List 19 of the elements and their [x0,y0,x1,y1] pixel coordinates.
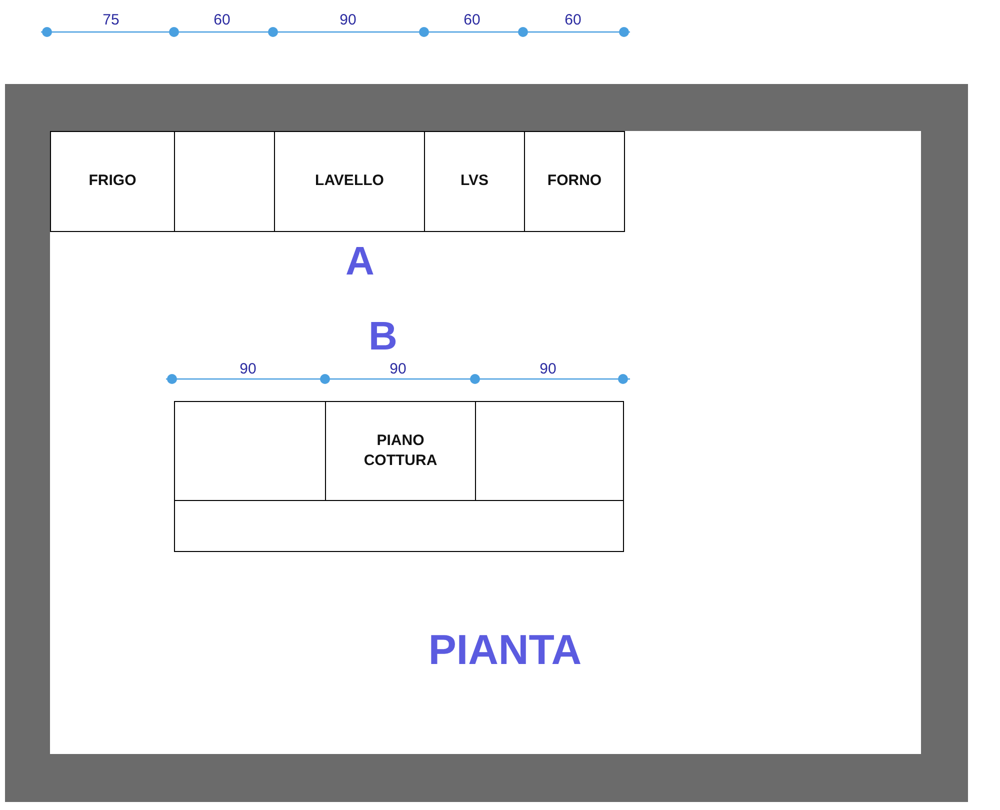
plan-title: PIANTA [428,626,582,674]
dimension-label: 60 [464,12,480,28]
cabinet-unit: FRIGO [50,131,175,232]
dimension-label: 75 [102,12,120,28]
dimension-label: 90 [340,12,356,28]
cabinet-unit [174,401,326,501]
dimension-label: 90 [390,360,406,378]
cabinet-unit: FORNO [524,131,625,232]
cabinet-unit [174,131,275,232]
dimension-label: 90 [240,360,256,378]
dimension-label: 60 [214,12,230,28]
cabinet-unit: LAVELLO [274,131,425,232]
counter-panel [174,500,624,552]
section-letter: B [368,314,398,360]
dimension-label: 90 [540,360,556,378]
section-letter: A [346,240,374,284]
cabinet-unit: LVS [424,131,525,232]
dimension-label: 60 [564,12,582,28]
cabinet-unit [475,401,624,501]
